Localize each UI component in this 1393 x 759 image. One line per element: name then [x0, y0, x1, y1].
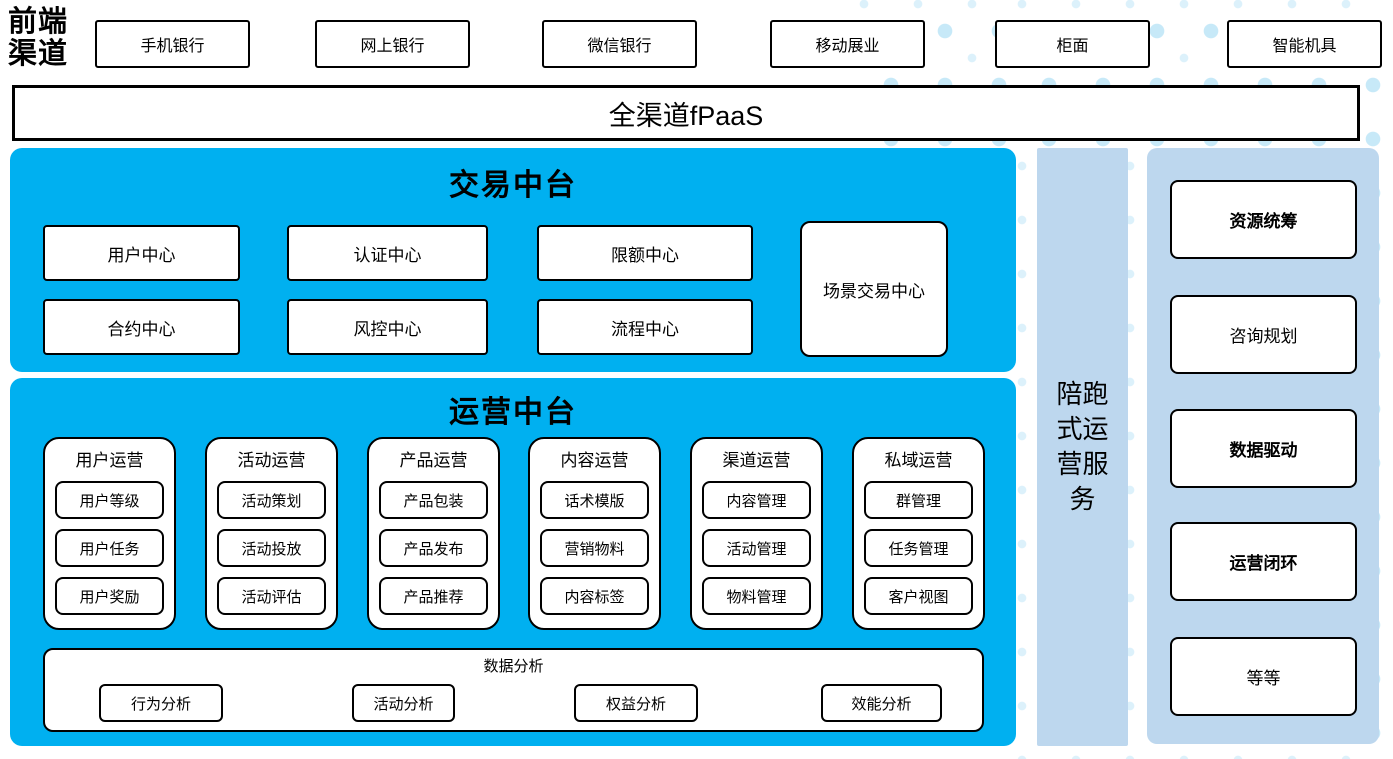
channel-box-mobile-banking: 手机银行 [95, 20, 250, 68]
channel-box-counter: 柜面 [995, 20, 1150, 68]
ops-group-title: 内容运营 [560, 451, 629, 470]
channel-box-smart-devices: 智能机具 [1227, 20, 1382, 68]
ops-group-title: 私域运营 [884, 451, 953, 470]
ops-group-activity: 活动运营 活动策划 活动投放 活动评估 [205, 437, 338, 630]
data-analysis-title: 数据分析 [483, 658, 544, 675]
ops-item: 内容标签 [540, 577, 649, 615]
ops-group-title: 用户运营 [75, 451, 144, 470]
analysis-box-behavior: 行为分析 [99, 684, 223, 722]
ops-item: 话术模版 [540, 481, 649, 519]
channel-box-mobile-sales: 移动展业 [770, 20, 925, 68]
trade-box-scene-trade-center: 场景交易中心 [800, 221, 948, 357]
trade-platform-block: 交易中台 用户中心 认证中心 限额中心 合约中心 风控中心 流程中心 场景交易中… [10, 148, 1016, 372]
channel-box-wechat-banking: 微信银行 [542, 20, 697, 68]
channel-box-online-banking: 网上银行 [315, 20, 470, 68]
ops-group-product: 产品运营 产品包装 产品发布 产品推荐 [367, 437, 500, 630]
ops-item: 营销物料 [540, 529, 649, 567]
service-box-resource-planning: 资源统筹 [1170, 180, 1357, 259]
ops-group-title: 产品运营 [399, 451, 468, 470]
ops-item: 内容管理 [702, 481, 811, 519]
ops-item: 产品发布 [379, 529, 488, 567]
trade-box-auth-center: 认证中心 [287, 225, 488, 281]
ops-item: 客户视图 [864, 577, 973, 615]
analysis-box-efficiency: 效能分析 [821, 684, 942, 722]
ops-group-content: 内容运营 话术模版 营销物料 内容标签 [528, 437, 661, 630]
trade-box-contract-center: 合约中心 [43, 299, 240, 355]
ops-item: 活动策划 [217, 481, 326, 519]
ops-group-channel: 渠道运营 内容管理 活动管理 物料管理 [690, 437, 823, 630]
trade-platform-title: 交易中台 [449, 169, 577, 202]
service-items-panel: 资源统筹 咨询规划 数据驱动 运营闭环 等等 [1147, 148, 1379, 744]
fpaas-bar: 全渠道fPaaS [12, 85, 1360, 141]
trade-box-process-center: 流程中心 [537, 299, 753, 355]
data-analysis-container: 数据分析 行为分析 活动分析 权益分析 效能分析 [43, 648, 984, 732]
ops-item: 产品包装 [379, 481, 488, 519]
trade-box-limit-center: 限额中心 [537, 225, 753, 281]
ops-group-user: 用户运营 用户等级 用户任务 用户奖励 [43, 437, 176, 630]
runner-service-label: 陪跑式运营服务 [1056, 378, 1109, 515]
front-channel-label: 前端渠道 [8, 6, 69, 71]
ops-item: 用户任务 [55, 529, 164, 567]
ops-platform-block: 运营中台 用户运营 用户等级 用户任务 用户奖励 活动运营 活动策划 活动投放 … [10, 378, 1016, 746]
ops-item: 用户奖励 [55, 577, 164, 615]
ops-item: 用户等级 [55, 481, 164, 519]
ops-item: 活动管理 [702, 529, 811, 567]
ops-group-private-domain: 私域运营 群管理 任务管理 客户视图 [852, 437, 985, 630]
analysis-box-activity: 活动分析 [352, 684, 455, 722]
service-box-consulting: 咨询规划 [1170, 295, 1357, 374]
runner-service-bar: 陪跑式运营服务 [1037, 148, 1128, 746]
ops-item: 任务管理 [864, 529, 973, 567]
analysis-box-rights: 权益分析 [574, 684, 698, 722]
ops-group-title: 渠道运营 [722, 451, 791, 470]
ops-item: 物料管理 [702, 577, 811, 615]
ops-item: 活动评估 [217, 577, 326, 615]
trade-box-risk-center: 风控中心 [287, 299, 488, 355]
service-box-etc: 等等 [1170, 637, 1357, 716]
ops-platform-title: 运营中台 [449, 396, 577, 429]
ops-group-title: 活动运营 [237, 451, 306, 470]
trade-box-user-center: 用户中心 [43, 225, 240, 281]
ops-item: 群管理 [864, 481, 973, 519]
ops-item: 活动投放 [217, 529, 326, 567]
ops-item: 产品推荐 [379, 577, 488, 615]
service-box-ops-loop: 运营闭环 [1170, 522, 1357, 601]
service-box-data-driven: 数据驱动 [1170, 409, 1357, 488]
